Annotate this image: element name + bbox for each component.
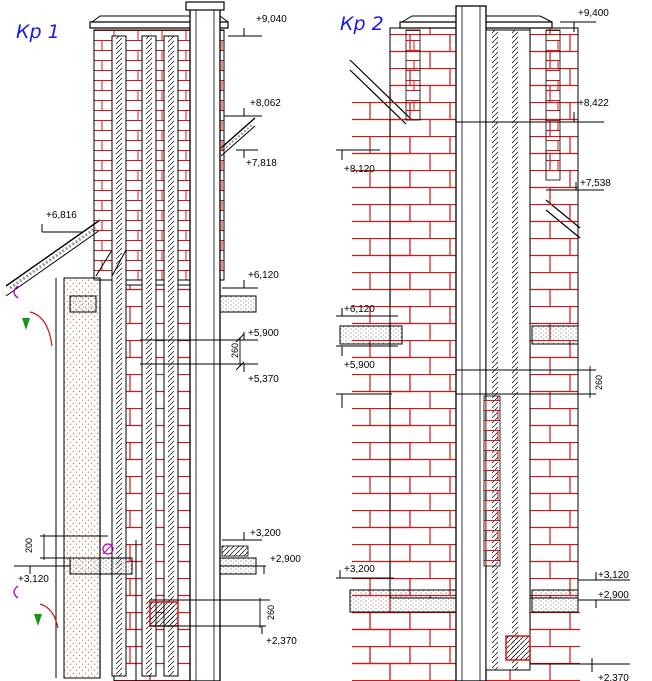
level-marks: +9,400 +8,422 +8,120 +7,538 +6,120 +5,90… bbox=[336, 8, 630, 681]
dimension-label: 260 bbox=[230, 343, 240, 358]
level-label: +3,120 bbox=[18, 574, 49, 585]
section-kr2: Кр 2 +9,40 bbox=[336, 5, 630, 681]
level-label: +9,040 bbox=[256, 14, 287, 25]
level-label: +6,120 bbox=[344, 304, 375, 315]
level-label: +3,120 bbox=[598, 570, 629, 581]
slab-upper-right bbox=[219, 295, 257, 313]
chimney-masonry-left bbox=[389, 27, 457, 599]
level-label: +2,370 bbox=[266, 636, 297, 647]
slab-upper-left bbox=[339, 325, 403, 345]
level-label: +7,818 bbox=[246, 158, 277, 169]
central-pipe bbox=[185, 1, 225, 681]
slab-lower-left bbox=[69, 557, 133, 575]
level-label: +5,900 bbox=[344, 360, 375, 371]
flue-channels bbox=[95, 35, 179, 677]
level-label: +5,900 bbox=[248, 328, 279, 339]
level-label: +7,538 bbox=[580, 178, 611, 189]
dimension-label: 260 bbox=[266, 605, 276, 620]
level-label: +3,200 bbox=[250, 528, 281, 539]
section-kr1: Кр 1 bbox=[5, 1, 301, 681]
vent-grille-icon bbox=[13, 285, 114, 629]
level-label: +8,422 bbox=[578, 98, 609, 109]
level-label: +5,370 bbox=[248, 374, 279, 385]
slab-lower-left bbox=[349, 589, 457, 613]
level-label: +2,900 bbox=[270, 554, 301, 565]
level-marks: +9,040 +8,062 +7,818 +6,816 +6,120 +5,90… bbox=[14, 14, 301, 647]
level-label: +8,120 bbox=[344, 164, 375, 175]
roof-slope-left bbox=[5, 219, 101, 297]
level-label: +2,900 bbox=[598, 590, 629, 601]
section-title: Кр 1 bbox=[16, 21, 60, 43]
section-title: Кр 2 bbox=[340, 13, 384, 35]
wall-insulation bbox=[63, 277, 101, 679]
dimension-label: 200 bbox=[24, 538, 34, 553]
level-label: +6,816 bbox=[46, 210, 77, 221]
dimension-label: 260 bbox=[594, 375, 604, 390]
level-label: +6,120 bbox=[248, 270, 279, 281]
cleanout-door bbox=[149, 601, 179, 627]
dimension-lines: 260 200 260 bbox=[24, 333, 276, 628]
level-label: +8,062 bbox=[250, 98, 281, 109]
slab-lower-right bbox=[531, 589, 579, 613]
roof-slope-right bbox=[220, 117, 256, 157]
slab-upper-right bbox=[531, 325, 579, 345]
flue-channels bbox=[455, 5, 531, 681]
level-label: +3,200 bbox=[344, 564, 375, 575]
slab-upper-left bbox=[69, 295, 97, 313]
dimension-lines: 260 bbox=[456, 366, 604, 398]
level-label: +9,400 bbox=[578, 8, 609, 19]
level-label: +2,370 bbox=[598, 673, 629, 681]
